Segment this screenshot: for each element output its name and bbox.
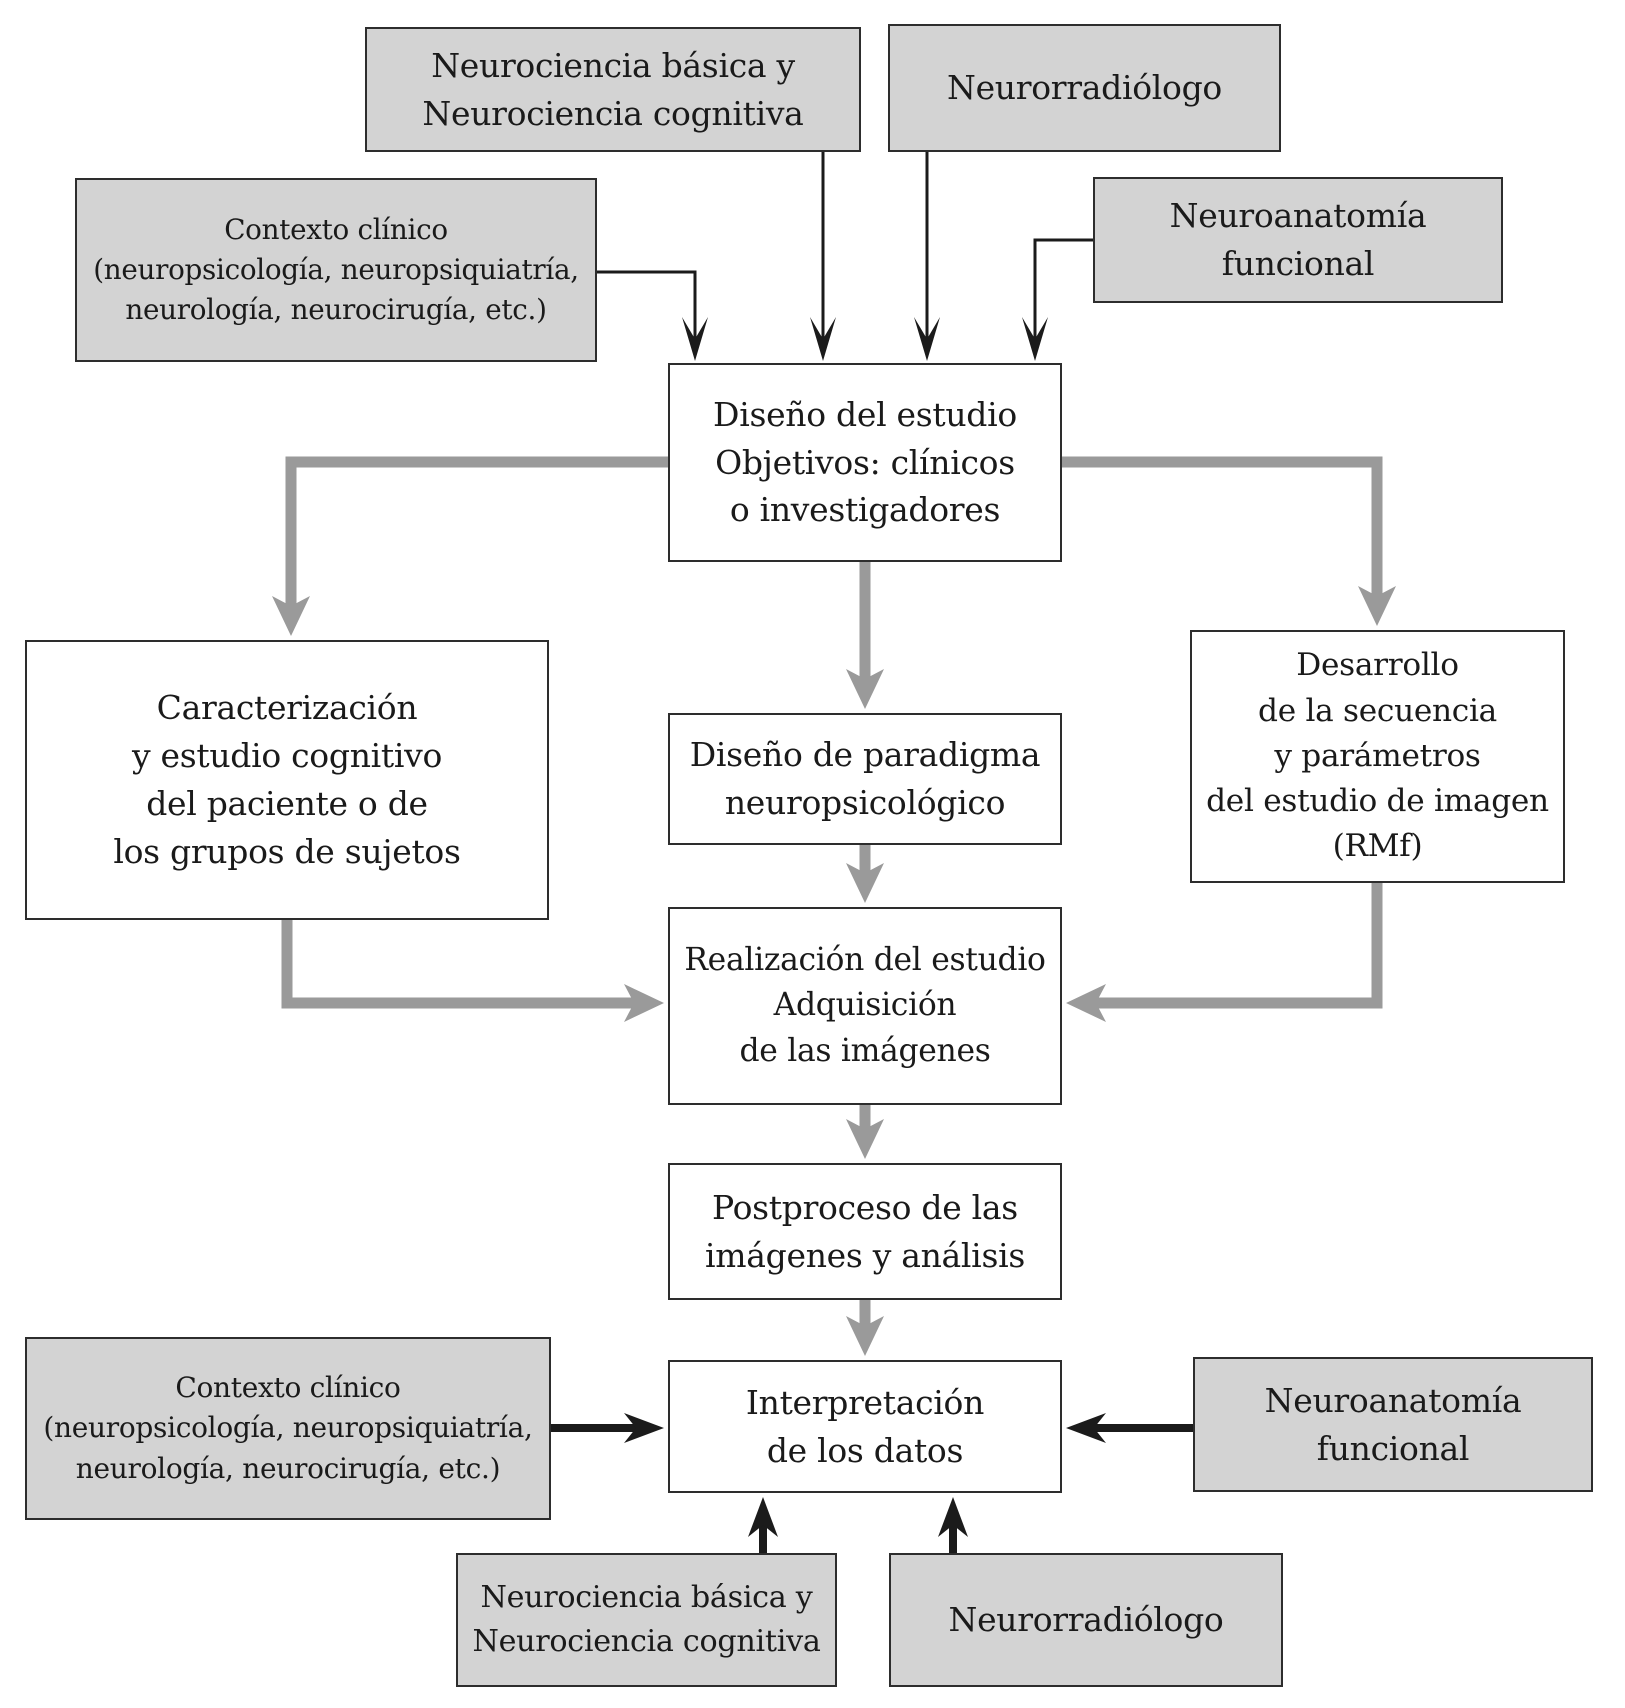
flowchart-node-neuroanatomia-top: Neuroanatomía funcional bbox=[1093, 177, 1503, 303]
arrow-neurorradiologo-bottom-to-interpretacion bbox=[938, 1497, 968, 1553]
node-text-line: y parámetros bbox=[1274, 737, 1481, 774]
arrow-contexto-bottom-to-interpretacion bbox=[551, 1413, 664, 1443]
flowchart-node-interpretacion: Interpretación de los datos bbox=[668, 1360, 1062, 1493]
node-text-line: Realización del estudio bbox=[684, 941, 1046, 978]
flowchart-node-postproceso: Postproceso de las imágenes y análisis bbox=[668, 1163, 1062, 1300]
arrow-neuroanatomia-top-to-diseno bbox=[1022, 238, 1093, 361]
arrow-caracterizacion-to-realizacion bbox=[281, 920, 664, 1022]
flowchart-node-diseno-paradigma: Diseño de paradigma neuropsicológico bbox=[668, 713, 1062, 845]
node-text-line: Neurociencia cognitiva bbox=[422, 93, 804, 133]
flowchart-node-neurorradiologo-top: Neurorradiólogo bbox=[888, 24, 1281, 152]
node-text-line: Neurorradiólogo bbox=[947, 68, 1222, 108]
arrow-neuroanatomia-bottom-to-interpretacion bbox=[1066, 1413, 1193, 1443]
arrow-neurorradiologo-top-to-diseno bbox=[914, 152, 940, 361]
node-text-line: y estudio cognitivo bbox=[131, 736, 443, 776]
node-text-line: de los datos bbox=[766, 1430, 964, 1470]
arrow-diseno-to-paradigma bbox=[846, 562, 884, 709]
node-text-line: Interpretación bbox=[745, 1382, 985, 1422]
flowchart-node-contexto-clinico-bottom: Contexto clínico (neuropsicología, neurop… bbox=[25, 1337, 551, 1520]
flowchart-node-contexto-clinico-top: Contexto clínico (neuropsicología, neurop… bbox=[75, 178, 597, 362]
node-text-line: o investigadores bbox=[729, 490, 1001, 530]
node-text-line: de las imágenes bbox=[739, 1032, 991, 1069]
node-text-line: Contexto clínico bbox=[224, 212, 448, 246]
arrow-postproceso-to-interpretacion bbox=[846, 1300, 884, 1356]
node-text-line: (neuropsicología, neuropsiquiatría, bbox=[43, 1411, 533, 1445]
node-text-line: Neuroanatomía bbox=[1264, 1380, 1522, 1420]
node-text-line: Caracterización bbox=[156, 688, 418, 728]
node-text-line: Diseño de paradigma bbox=[689, 735, 1041, 775]
arrow-paradigma-to-realizacion bbox=[846, 845, 884, 903]
node-text-line: Adquisición bbox=[773, 987, 957, 1024]
node-text-line: (neuropsicología, neuropsiquiatría, bbox=[93, 252, 579, 286]
node-text-line: neuropsicológico bbox=[724, 783, 1006, 822]
arrow-realizacion-to-postproceso bbox=[846, 1105, 884, 1159]
node-text-line: del estudio de imagen bbox=[1206, 783, 1549, 820]
node-text-line: Postproceso de las bbox=[712, 1187, 1018, 1227]
arrow-neurociencia-bottom-to-interpretacion bbox=[748, 1497, 778, 1553]
node-text-line: funcional bbox=[1316, 1428, 1470, 1468]
node-text-line: Neurociencia cognitiva bbox=[472, 1624, 821, 1659]
node-text-line: neurología, neurocirugía, etc.) bbox=[125, 293, 547, 327]
node-text-line: de la secuencia bbox=[1258, 692, 1497, 729]
node-text-line: imágenes y análisis bbox=[705, 1235, 1025, 1275]
flowchart-node-neurociencia-bottom: Neurociencia básica y Neurociencia cognit… bbox=[456, 1553, 837, 1687]
flowchart-node-desarrollo-secuencia: Desarrollo de la secuencia y parámetros del… bbox=[1190, 630, 1565, 883]
arrow-diseno-to-caracterizacion bbox=[272, 456, 668, 636]
node-text-line: funcional bbox=[1221, 244, 1375, 283]
arrow-desarrollo-to-realizacion bbox=[1066, 883, 1383, 1022]
flowchart-node-caracterizacion: Caracterización y estudio cognitivo del pa… bbox=[25, 640, 549, 920]
arrow-neurociencia-top-to-diseno bbox=[810, 152, 836, 361]
node-text-line: del paciente o de bbox=[146, 784, 428, 823]
node-text-line: Diseño del estudio bbox=[713, 394, 1017, 434]
node-text-line: Neurociencia básica y bbox=[431, 45, 795, 85]
node-text-line: (RMf) bbox=[1332, 828, 1423, 865]
node-text-line: Desarrollo bbox=[1296, 647, 1459, 684]
node-text-line: Neurociencia básica y bbox=[480, 1580, 813, 1616]
flowchart-node-neurociencia-top: Neurociencia básica y Neurociencia cognit… bbox=[365, 27, 861, 152]
node-text-line: Neuroanatomía bbox=[1169, 196, 1427, 236]
flowchart-node-neurorradiologo-bottom: Neurorradiólogo bbox=[889, 1553, 1283, 1687]
arrow-diseno-to-desarrollo bbox=[1062, 456, 1396, 626]
node-text-line: Contexto clínico bbox=[175, 1370, 401, 1404]
arrow-contexto-top-to-diseno bbox=[597, 270, 708, 361]
node-text-line: Neurorradiólogo bbox=[948, 1600, 1224, 1640]
node-text-line: neurología, neurocirugía, etc.) bbox=[75, 1451, 501, 1485]
node-text-line: Objetivos: clínicos bbox=[715, 442, 1015, 482]
node-text-line: los grupos de sujetos bbox=[113, 831, 461, 871]
flowchart-node-neuroanatomia-bottom: Neuroanatomía funcional bbox=[1193, 1357, 1593, 1492]
